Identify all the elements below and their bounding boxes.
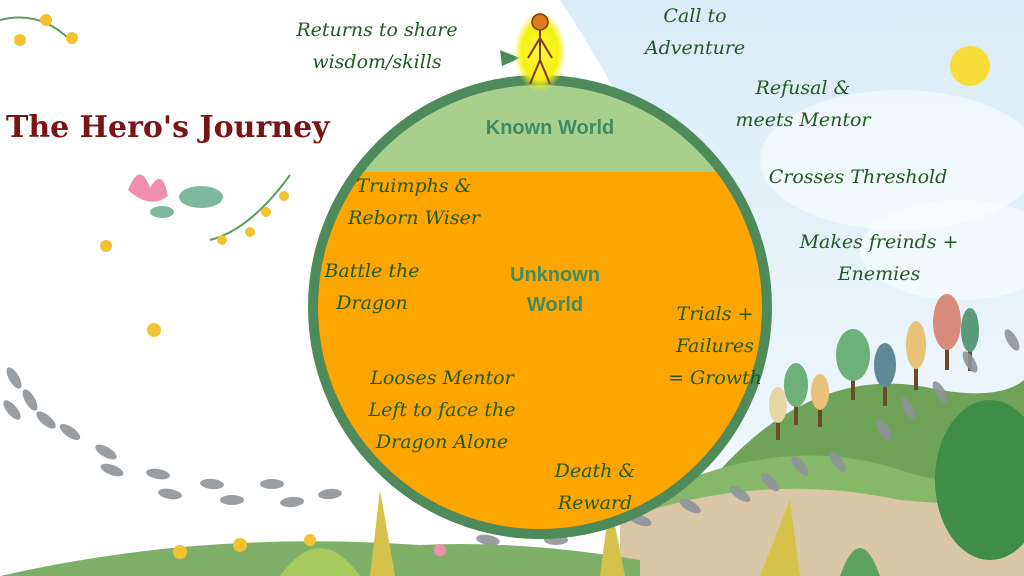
stage-trials-failures: Trials + Failures = Growth xyxy=(660,298,770,394)
stage-line: Looses Mentor xyxy=(370,367,514,389)
lotus-icon xyxy=(128,174,168,202)
known-world-text: Known World xyxy=(485,117,615,139)
diagram-title: The Hero's Journey xyxy=(6,110,330,145)
trees xyxy=(769,294,1024,560)
stage-line: Battle the xyxy=(324,260,420,282)
unknown-world-line-2: World xyxy=(526,294,584,316)
stage-line: Makes freinds + xyxy=(799,231,959,253)
stage-line: Reward xyxy=(557,492,633,514)
stage-line: Trials + xyxy=(676,303,754,325)
stage-death-reward: Death & Reward xyxy=(530,455,660,519)
stage-crosses-threshold: Crosses Threshold xyxy=(756,161,960,193)
stage-line: Death & xyxy=(554,460,636,482)
stage-line: Failures xyxy=(676,335,754,357)
arrowhead-icon xyxy=(500,50,520,66)
stage-battle-dragon: Battle the Dragon xyxy=(312,255,432,319)
sun-icon xyxy=(950,46,990,86)
stage-line: Left to face the xyxy=(368,399,516,421)
decorative-flowers xyxy=(0,14,291,337)
unknown-world-line-1: Unknown xyxy=(510,264,600,286)
stage-loses-mentor: Looses Mentor Left to face the Dragon Al… xyxy=(352,362,532,458)
hero-figure-icon xyxy=(514,12,566,92)
known-world-label: Known World xyxy=(470,113,630,143)
stage-line: Dragon Alone xyxy=(375,431,509,453)
stage-line: Crosses Threshold xyxy=(768,166,948,188)
stage-line: Reborn Wiser xyxy=(348,207,480,229)
stage-line: Refusal & xyxy=(755,77,851,99)
stage-line: Returns to share xyxy=(296,19,458,41)
bottom-foliage xyxy=(0,490,880,576)
stage-line: wisdom/skills xyxy=(312,51,442,73)
stage-line: meets Mentor xyxy=(735,109,871,131)
stage-refusal-mentor: Refusal & meets Mentor xyxy=(718,72,888,136)
cloud xyxy=(760,90,1024,230)
stage-returns-wisdom: Returns to share wisdom/skills xyxy=(282,14,472,78)
stage-line: Call to xyxy=(663,5,727,27)
stage-triumph-reborn: Truimphs & Reborn Wiser xyxy=(334,170,494,234)
lily-pad xyxy=(179,186,223,208)
stage-line: Enemies xyxy=(837,263,921,285)
unknown-world-label: Unknown World xyxy=(480,260,630,320)
footprints xyxy=(3,329,1020,546)
bush xyxy=(935,400,1024,560)
stage-line: Truimphs & xyxy=(356,175,472,197)
lily-pad xyxy=(150,206,174,218)
stage-friends-enemies: Makes freinds + Enemies xyxy=(780,226,978,290)
stage-line: Adventure xyxy=(644,37,746,59)
path-ground xyxy=(620,488,1024,576)
stage-line: Dragon xyxy=(336,292,408,314)
stage-line: = Growth xyxy=(668,367,762,389)
cloud xyxy=(860,200,1024,300)
stage-call-to-adventure: Call to Adventure xyxy=(620,0,770,64)
